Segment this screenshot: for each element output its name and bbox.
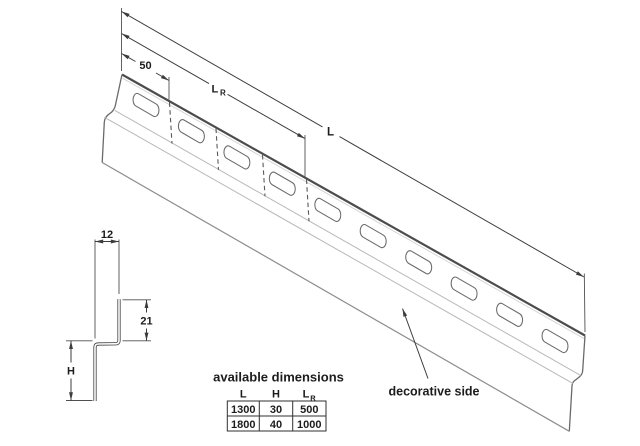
extension-line-L [583,273,586,333]
decorative-leader-line [402,308,429,379]
slot-hole [132,92,160,119]
dim-line-L-right [339,136,585,278]
dim-label-H: H [67,366,75,378]
dim-line-L-left [121,11,323,128]
web-bottom-edge [101,161,570,432]
table-header-L: L [240,389,247,401]
dimension-set-top: 50 L R L [121,8,586,333]
rail-left-end-edge [101,74,123,163]
slot-hole [268,170,296,197]
slot-hole [495,301,523,328]
dim-line-50-right [155,72,170,81]
dim-line-LR-left [121,33,210,85]
dim-label-21: 21 [140,316,152,328]
cross-section-view: 12 21 H [66,229,153,401]
decorative-side-callout: decorative side [388,308,480,399]
dimensions-table: available dimensions L H L R 1300 30 500… [213,370,344,432]
table-header-LR-sub: R [310,394,316,403]
table-cell-H2: 40 [270,419,282,431]
flange-top-bend-line [122,77,585,340]
rail-profile [101,73,586,432]
dim-label-50: 50 [139,60,151,72]
dim-line-50-left [121,53,136,62]
slot-hole [223,144,251,171]
dim-label-12: 12 [101,229,113,241]
slot-group [132,92,569,355]
flange-top-edge [121,73,586,337]
segment-dash [215,128,220,170]
table-header-LR: L [303,389,310,401]
table-cell-LR2: 1000 [297,419,321,431]
table-cell-L1: 1300 [231,404,255,416]
slot-hole [177,118,205,145]
slot-hole [314,196,342,223]
dim-line-LR-right [227,93,306,140]
segment-dash [305,179,310,222]
segment-dash [261,154,266,197]
table-cell-L2: 1800 [231,419,255,431]
dim-label-L: L [327,127,334,139]
section-sheet-outline [93,299,121,401]
table-title: available dimensions [213,370,344,385]
table-cell-H1: 30 [270,404,282,416]
slot-hole [450,275,478,302]
section-sheet-core [94,299,120,401]
dim-label-LR: L [212,84,219,96]
decorative-side-label: decorative side [388,385,479,399]
step-web-bend-line [104,116,574,385]
segment-dash-marks [168,102,310,222]
table-cell-LR1: 500 [300,404,318,416]
flange-step-bend-line [114,109,581,376]
slot-hole [405,249,433,276]
rail-right-end-edge [568,335,586,432]
slot-hole [541,328,569,355]
table-header-H: H [272,389,280,401]
dim-label-LR-sub: R [220,89,226,98]
segment-dash [168,102,173,144]
slot-hole [359,223,387,250]
